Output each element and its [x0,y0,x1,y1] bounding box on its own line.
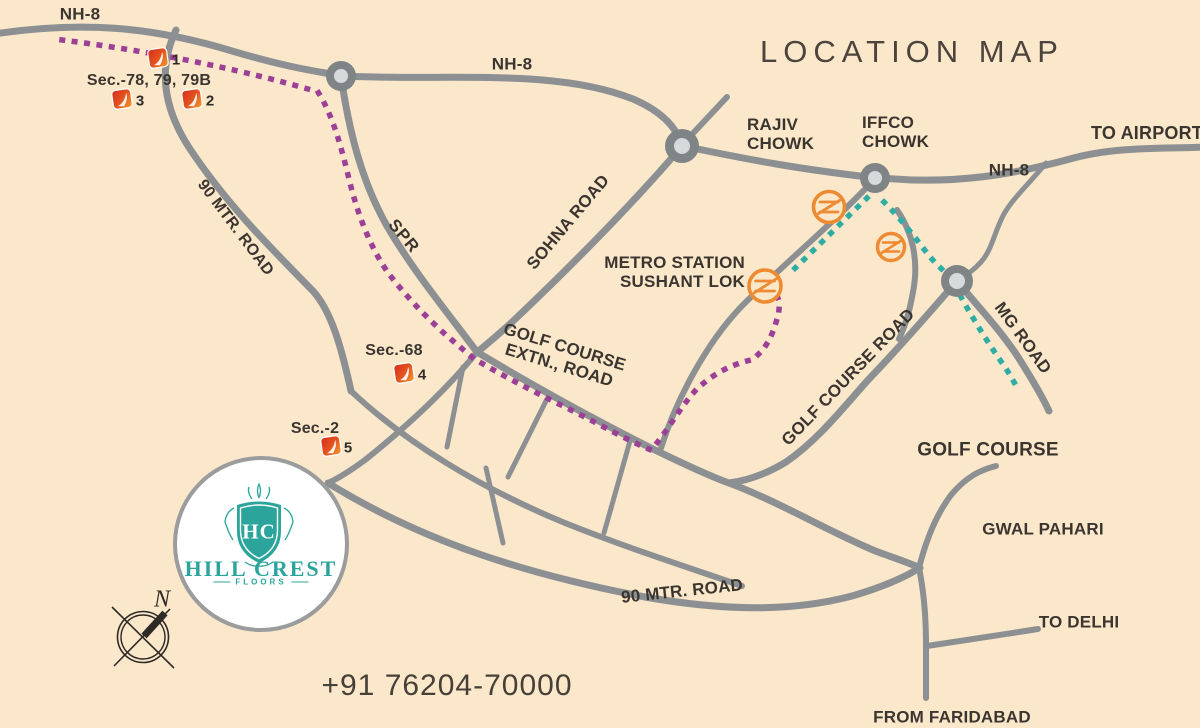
logo-rule-left [213,581,231,583]
upper-arc-road [348,388,745,589]
cross-street-1 [444,364,466,450]
roundabout-nh8-spr-icon [326,61,356,91]
logo-rule-right [291,581,309,583]
metro-route-mg-lower-path [957,293,1024,396]
compass-north-label: N [153,586,171,613]
sector-marker-icon [147,47,169,69]
logo-badge [173,456,349,632]
marker-number: 3 [135,92,145,110]
page-title: LOCATION MAP [760,34,1064,69]
ninety-mtr-south-road [324,479,923,612]
road-label-nh8-west: NH-8 [59,4,101,24]
logo-shield-icon [224,482,294,567]
roundabout-mg-road-icon [941,265,973,297]
sector-label-68: Sec.-68 [365,342,423,360]
marker-number: 5 [343,439,353,457]
roundabouts [326,61,973,297]
faridabad-road [916,565,929,701]
marker-number: 4 [417,366,427,384]
cross-street-4 [483,465,506,546]
golf-course-extn-road-2 [725,479,924,572]
phone-number: +91 76204-70000 [321,669,573,702]
metro-icon [747,268,783,304]
marker-number: 2 [205,92,215,110]
purple-route-path [58,36,782,454]
logo-name: HILL CREST [184,556,338,581]
direction-label-from-faridabad: FROM FARIDABAD [873,707,1031,727]
sector-label-78-79-79b: Sec.-78, 79, 79B [86,72,212,90]
sohna-road [473,148,681,356]
sohna-extension-road [325,349,480,486]
logo-subtitle: FLOORS [213,578,309,587]
metro-icons [747,189,907,304]
road-network [0,23,1200,701]
nh8-airport-road [878,143,1200,184]
spr-road [337,72,481,356]
sector-markers [111,47,415,457]
cross-street-2 [505,396,550,480]
nh8-west-road [0,23,345,80]
compass-icon [111,606,175,669]
cross-street-3 [601,438,633,536]
metro-route-sushant-path [785,194,871,278]
delhi-road [924,626,1041,649]
direction-label-to-delhi: TO DELHI [1038,612,1120,632]
road-label-nh8-east: NH-8 [988,160,1030,180]
metro-icon [875,231,907,263]
logo-initials: HC [242,519,276,544]
mg-road [953,277,1053,415]
ninety-mtr-nw-road [161,26,355,395]
roundabout-iffco-chowk-icon [860,163,890,193]
sector-marker-icon [393,362,415,384]
road-label-nh8-mid: NH-8 [491,54,533,74]
marker-number: 1 [171,51,181,69]
golf-course-spur-road [916,463,999,571]
landmark-label-iffco-chowk: IFFCO CHOWK [862,113,930,152]
golf-course-road [725,278,960,487]
landmark-label-metro-station: METRO STATION SUSHANT LOK [604,253,745,292]
nh8-mid-road [337,72,685,147]
roundabout-rajiv-chowk-icon [665,129,699,163]
landmark-label-gwal-pahari: GWAL PAHARI [982,519,1104,539]
direction-label-to-airport: TO AIRPORT [1090,122,1200,143]
nh8-rajiv-iffco-road [679,142,872,181]
landmark-label-golf-course: GOLF COURSE [917,439,1059,461]
sector-label-2: Sec.-2 [290,420,340,438]
sector-marker-icon [111,88,133,110]
sector-marker-icon [320,435,342,457]
landmark-label-rajiv-chowk: RAJIV CHOWK [747,115,815,154]
metro-icon [811,189,847,225]
sector-marker-icon [181,88,203,110]
